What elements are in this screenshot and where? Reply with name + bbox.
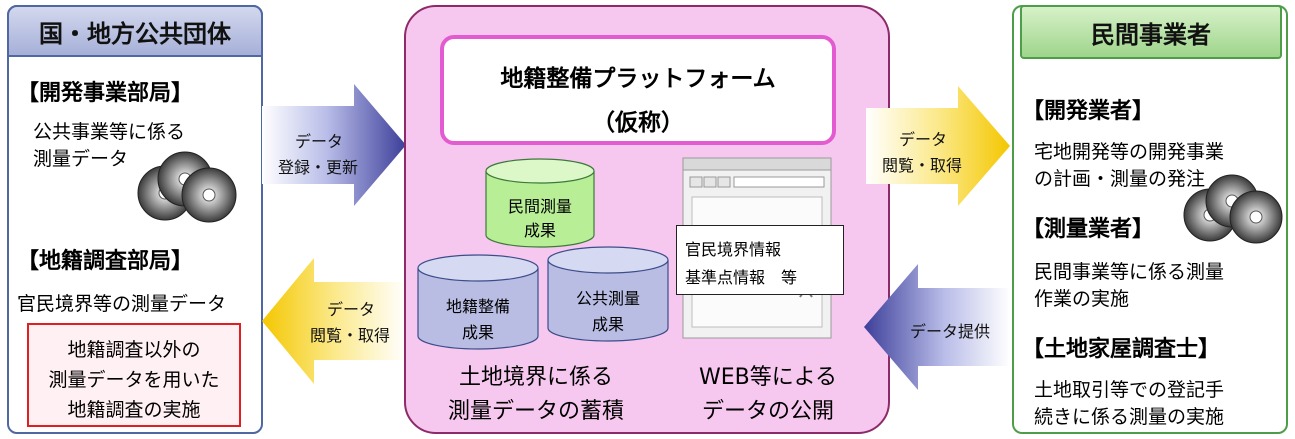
cadastral-survey-box: 地籍調査以外の 測量データを用いた 地籍調査の実施: [27, 323, 241, 427]
caption-accumulation-line1: 土地境界に係る: [458, 365, 613, 390]
upload-arrow-label1: データ: [294, 132, 343, 151]
db-cadastral-label2: 成果: [461, 323, 494, 342]
private-business-panel: 民間事業者 【開発業者】 宅地開発等の開発事業 の計画・測量の発注 【測量業者】…: [1012, 5, 1288, 434]
cadastral-box-line3: 地籍調査の実施: [67, 399, 201, 421]
platform-subtitle: （仮称）: [592, 110, 684, 136]
caption-accumulation-line2: 測量データの蓄積: [447, 399, 624, 424]
database-cylinder-icon: 民間測量 成果: [484, 157, 596, 249]
land-surveyor-heading: 【土地家屋調査士】: [1022, 337, 1221, 362]
view-arrow-left-label1: データ: [326, 300, 375, 319]
arrow-right-icon: [262, 84, 406, 206]
surveyor-line1: 民間事業等に係る測量: [1034, 261, 1225, 283]
web-info-line1: 官民境界情報: [685, 240, 782, 259]
provide-arrow-label: データ提供: [909, 322, 990, 341]
private-business-panel-title: 民間事業者: [1020, 5, 1282, 59]
db-cadastral-label1: 地籍整備: [445, 297, 510, 316]
land-surveyor-line1: 土地取引等での登記手: [1034, 379, 1225, 401]
surveyor-line2: 作業の実施: [1034, 288, 1130, 310]
developer-heading: 【開発業者】: [1022, 99, 1155, 124]
db-public-label1: 公共測量: [575, 289, 640, 308]
survey-bureau-heading: 【地籍調査部局】: [17, 249, 194, 274]
surveyor-heading: 【測量業者】: [1022, 217, 1155, 242]
db-private-label1: 民間測量: [507, 197, 572, 216]
dev-bureau-line1: 公共事業等に係る: [33, 121, 186, 143]
caption-publication-line2: データの公開: [701, 399, 834, 424]
dev-bureau-heading: 【開発事業部局】: [17, 81, 194, 106]
web-info-box: 官民境界情報 基準点情報 等: [676, 225, 844, 295]
arrow-left-icon: [262, 258, 406, 384]
arrow-left-icon: [864, 264, 1010, 390]
platform-title: 地籍整備プラットフォーム: [500, 66, 776, 92]
land-surveyor-line2: 続きに係る測量の実施: [1034, 406, 1225, 428]
developer-line1: 宅地開発等の開発事業: [1034, 141, 1225, 163]
upload-arrow-label2: 登録・更新: [277, 158, 358, 177]
dev-bureau-line2: 測量データ: [33, 148, 129, 170]
web-info-line2: 基準点情報 等: [685, 268, 798, 287]
disc-stack-icon: [137, 151, 237, 223]
view-arrow-right-label2: 閲覧・取得: [881, 156, 962, 175]
db-public-label2: 成果: [591, 315, 624, 334]
platform-title-box: 地籍整備プラットフォーム （仮称）: [440, 35, 836, 145]
platform-panel: 地籍整備プラットフォーム （仮称） 民間測量 成果 地籍整備 成果 公共測量 成…: [404, 5, 890, 434]
caption-publication-line1: WEB等による: [698, 365, 838, 390]
db-private-label2: 成果: [523, 221, 556, 240]
view-arrow-left-label2: 閲覧・取得: [309, 326, 390, 345]
view-arrow-right-label1: データ: [898, 130, 947, 149]
government-panel: 国・地方公共団体 【開発事業部局】 公共事業等に係る 測量データ 【地籍調査部局…: [7, 5, 263, 434]
survey-bureau-line: 官民境界等の測量データ: [17, 293, 227, 315]
cadastral-box-line2: 測量データを用いた: [48, 369, 220, 391]
disc-stack-icon: [1183, 174, 1283, 244]
cadastral-box-line1: 地籍調査以外の: [67, 339, 201, 361]
government-panel-title: 国・地方公共団体: [7, 5, 263, 57]
developer-line2: の計画・測量の発注: [1034, 168, 1206, 190]
database-cylinder-icon: 公共測量 成果: [546, 245, 670, 343]
arrow-right-icon: [866, 86, 1010, 206]
database-cylinder-icon: 地籍整備 成果: [416, 253, 540, 351]
